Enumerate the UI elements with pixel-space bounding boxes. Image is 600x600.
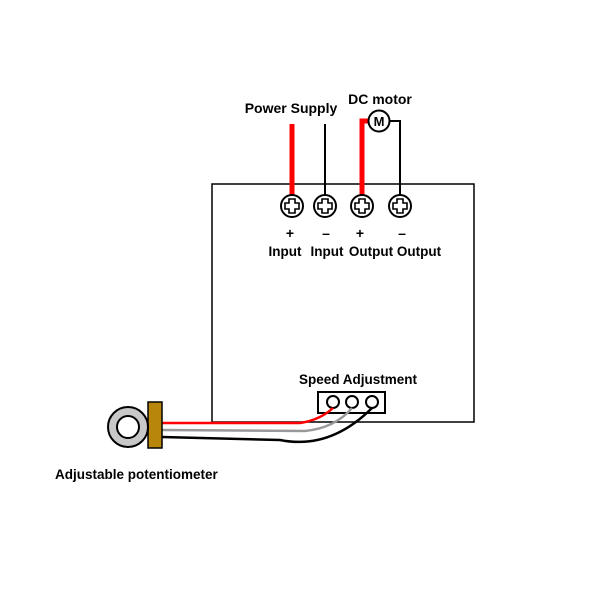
output-minus-label: Output: [397, 244, 442, 259]
controller-board: [211, 183, 475, 423]
dc-motor-symbol: [367, 109, 391, 133]
output-plus-label: Output: [349, 244, 394, 259]
terminal-input-minus: [313, 194, 337, 218]
motor-negative-wire: [390, 120, 401, 196]
dc-motor-label: DC motor: [348, 91, 412, 107]
potentiometer-label: Adjustable potentiometer: [55, 467, 219, 482]
input-minus-sign: –: [322, 225, 330, 241]
input-plus-label: Input: [269, 244, 302, 259]
potentiometer-red-wire: [162, 407, 334, 425]
terminal-output-plus: [350, 194, 374, 218]
terminal-input-plus: [280, 194, 304, 218]
potentiometer-gray-wire: [161, 407, 353, 433]
connector-pin-3: [365, 395, 379, 409]
potentiometer-body: [147, 401, 163, 449]
connector-pin-2: [345, 395, 359, 409]
terminal-output-minus: [388, 194, 412, 218]
power-supply-label: Power Supply: [245, 100, 338, 116]
output-minus-sign: –: [398, 225, 406, 241]
motor-symbol-letter: M: [374, 114, 385, 129]
potentiometer-knob-center: [116, 415, 140, 439]
input-minus-label: Input: [311, 244, 344, 259]
output-plus-sign: +: [356, 225, 364, 241]
motor-positive-wire: [359, 118, 369, 196]
connector-pin-1: [326, 395, 340, 409]
speed-adjustment-label: Speed Adjustment: [299, 372, 418, 387]
potentiometer-black-wire: [161, 407, 373, 444]
input-plus-sign: +: [286, 225, 294, 241]
